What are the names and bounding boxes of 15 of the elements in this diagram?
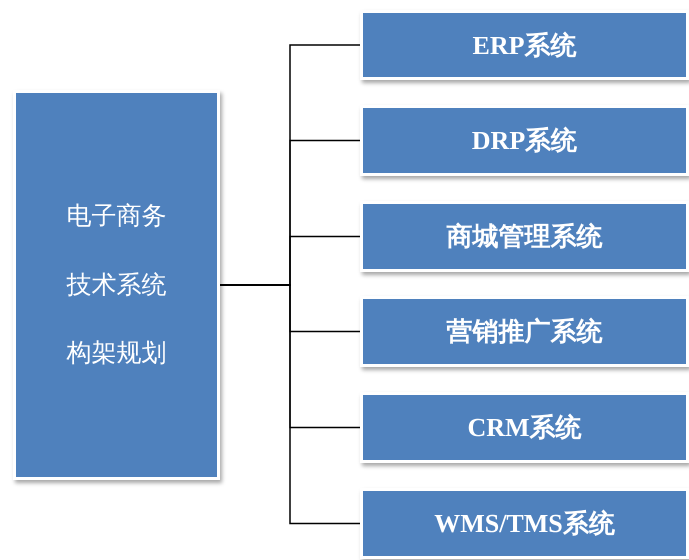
system-box	[360, 201, 689, 272]
box-label: 电子商务技术系统构架规划	[66, 200, 168, 370]
box-label: CRM系统	[467, 412, 582, 444]
box-label: 营销推广系统	[446, 316, 602, 348]
main-box	[13, 90, 220, 480]
connector-line	[220, 284, 360, 524]
box-label: ERP系统	[472, 30, 576, 62]
box-label: WMS/TMS系统	[434, 508, 615, 540]
system-box	[360, 105, 689, 176]
box-label: DRP系统	[472, 125, 578, 157]
system-box	[360, 392, 689, 463]
box-label: 商城管理系统	[446, 221, 602, 253]
system-box	[360, 296, 689, 367]
system-box	[360, 488, 689, 559]
system-box	[360, 10, 689, 80]
